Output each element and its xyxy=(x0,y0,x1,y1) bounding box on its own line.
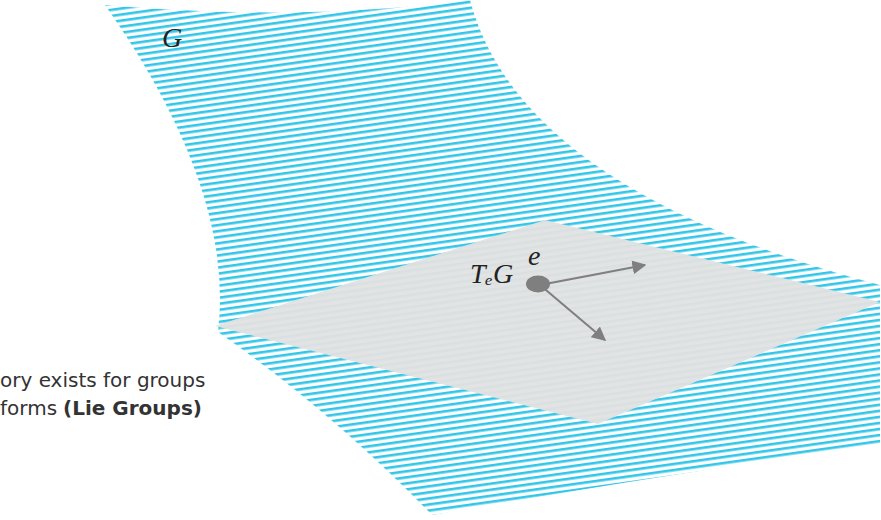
note-text: forms xyxy=(0,396,57,420)
identity-point xyxy=(526,276,550,293)
note-text: ory exists for groups xyxy=(0,368,205,392)
note-emphasis: (Lie Groups) xyxy=(63,396,202,420)
identity-symbol: e xyxy=(528,240,540,272)
tangent-vector xyxy=(540,285,605,340)
group-symbol: G xyxy=(162,22,182,54)
tangent-vector xyxy=(540,265,645,285)
tangent-space-symbol: TₑG xyxy=(470,258,513,290)
tangent-plane xyxy=(215,220,880,424)
note-line: forms(Lie Groups) xyxy=(0,396,202,420)
manifold-surface xyxy=(105,0,880,515)
